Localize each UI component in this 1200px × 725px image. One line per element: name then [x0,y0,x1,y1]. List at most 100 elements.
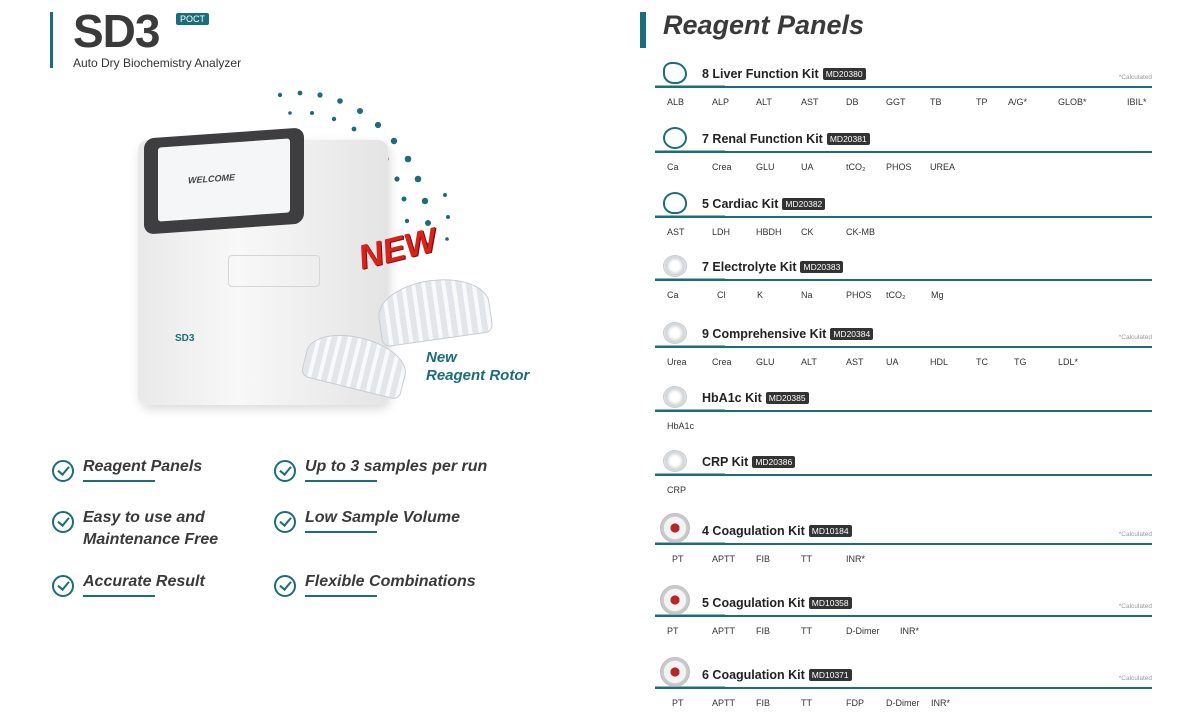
analyte-item: Cl [717,290,726,300]
analyte-item: PT [667,626,679,636]
feature-item: Up to 3 samples per run [274,456,487,482]
panel-divider [655,278,1152,281]
check-circle-icon [52,511,74,533]
kit-code-badge: MD20384 [830,328,874,340]
product-title: SD3 [73,5,160,57]
analyte-item: APTT [712,554,736,564]
analyte-item: GLU [756,357,775,367]
panels-title: Reagent Panels [663,10,865,40]
panel-divider [655,473,1152,476]
rotor-icon [663,450,687,472]
check-circle-icon [274,460,296,482]
kit-code-badge: MD20381 [826,133,870,145]
analyzer-model-label: SD3 [175,333,195,344]
rotor-icon [663,322,687,344]
analyte-item: TG [1014,357,1027,367]
analyte-item: DB [846,97,859,107]
analyte-item: GLU [756,162,775,172]
analyte-item: PHOS [886,162,912,172]
analyte-item: UREA [930,162,956,172]
feature-item: Reagent Panels [52,456,202,482]
analyte-item: AST [801,97,819,107]
rotor-icon [663,255,687,277]
feature-item: Low Sample Volume [274,507,460,533]
analyte-item: Mg [931,290,944,300]
analyte-item: PT [672,698,684,708]
coagulation-rotor-icon [660,513,690,543]
product-subtitle: Auto Dry Biochemistry Analyzer [73,56,242,70]
feature-label-line1: Easy to use and [83,509,205,526]
feature-label: Reagent Panels [83,458,203,475]
feature-list: Reagent Panels Up to 3 samples per run E… [52,452,532,602]
analyte-item: UA [886,357,899,367]
panel-divider [655,686,1152,689]
analyte-item: IBIL* [1127,97,1147,107]
analyte-item: CK [801,227,814,237]
analyte-item: FIB [756,698,771,708]
analyte-item: ALB [667,97,685,107]
calculated-note: *Calculated [1118,74,1152,81]
feature-label-line2: Maintenance Free [83,531,219,548]
analyte-item: FDP [846,698,864,708]
analyte-item: Crea [712,357,732,367]
kit-name-text: 7 Electrolyte Kit [702,260,797,274]
new-reagent-rotor-label: New Reagent Rotor [426,349,529,385]
panel-divider [655,409,1152,412]
calculated-note: *Calculated [1118,675,1152,682]
kit-code-badge: MD10371 [808,669,852,681]
calculated-note: *Calculated [1118,603,1152,610]
analyte-item: FIB [756,626,771,636]
kit-name-text: 4 Coagulation Kit [702,524,805,538]
analyte-item: AST [846,357,864,367]
feature-label: Flexible Combinations [305,573,476,590]
analyte-item: INR* [846,554,866,564]
analyte-item: TT [801,626,812,636]
feature-label: Up to 3 samples per run [305,458,488,475]
analyte-item: TC [976,357,988,367]
analyte-item: Ca [667,290,679,300]
analyte-item: INR* [931,698,951,708]
kidney-icon [663,127,687,149]
analyte-item: TT [801,554,812,564]
kit-code-badge: MD20383 [800,261,844,273]
analyte-item: HBDH [756,227,782,237]
analyte-item: FIB [756,554,771,564]
panel-divider [655,542,1152,545]
rotor-icon [663,386,687,408]
kit-code-badge: MD20382 [782,198,826,210]
analyte-item: HDL [930,357,949,367]
analyte-item: PT [672,554,684,564]
poct-badge: POCT [176,13,210,25]
analyte-item: Na [801,290,813,300]
check-circle-icon [52,575,74,597]
analyte-list: CRP [667,485,1152,499]
panel-divider [655,614,1152,617]
analyte-item: Urea [667,357,687,367]
analyte-item: K [757,290,764,300]
check-circle-icon [274,511,296,533]
kit-code-badge: MD20380 [822,68,866,80]
analyte-item: GGT [886,97,906,107]
feature-item: Accurate Result [52,571,205,597]
